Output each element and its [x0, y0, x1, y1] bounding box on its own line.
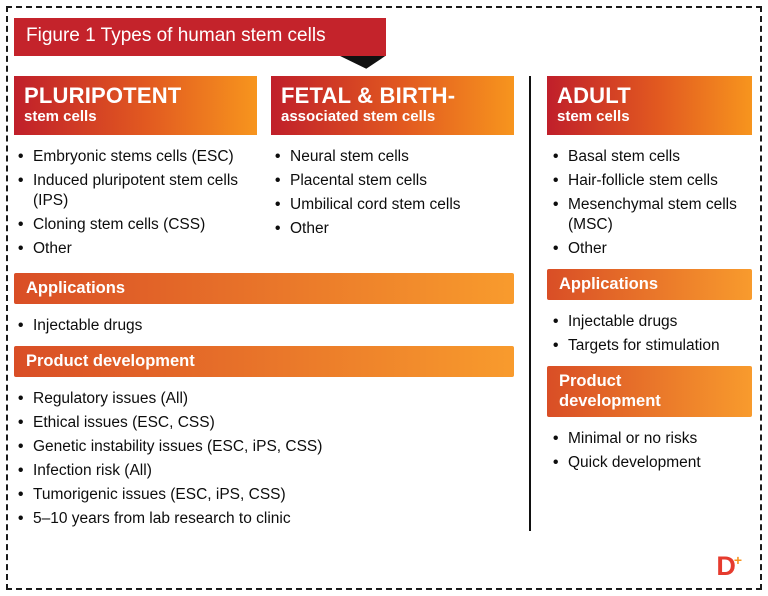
product-development-bar-left: Product development — [14, 345, 514, 377]
list-item: Hair-follicle stem cells — [553, 171, 752, 191]
fetal-header: FETAL & BIRTH- associated stem cells — [271, 75, 514, 135]
list-item: Neural stem cells — [275, 147, 514, 167]
dplus-logo: D+ — [716, 553, 744, 580]
list-item: Other — [553, 239, 752, 259]
list-item: Regulatory issues (All) — [18, 389, 514, 409]
dplus-logo-plus: + — [733, 552, 742, 568]
applications-bar-adult: Applications — [547, 268, 752, 300]
column-fetal: FETAL & BIRTH- associated stem cells Neu… — [271, 75, 514, 263]
product-development-label-adult-line1: Product — [559, 371, 622, 390]
pluripotent-header-line2: stem cells — [24, 107, 97, 125]
pluripotent-header: PLURIPOTENT stem cells — [14, 75, 257, 135]
list-item: Cloning stem cells (CSS) — [18, 215, 257, 235]
list-item: Targets for stimulation — [553, 336, 752, 356]
list-item: Other — [275, 219, 514, 239]
product-development-bar-adult: Product development — [547, 365, 752, 417]
list-item: Other — [18, 239, 257, 259]
list-item: Basal stem cells — [553, 147, 752, 167]
applications-bar-left: Applications — [14, 272, 514, 304]
adult-header-line1: ADULT — [557, 82, 631, 108]
left-region: PLURIPOTENT stem cells Embryonic stems c… — [14, 75, 514, 533]
list-item: Induced pluripotent stem cells (IPS) — [18, 171, 257, 211]
adult-header-line2: stem cells — [557, 107, 630, 125]
pluripotent-header-line1: PLURIPOTENT — [24, 82, 182, 108]
applications-list-left: Injectable drugs — [18, 316, 514, 336]
applications-list-adult: Injectable drugsTargets for stimulation — [553, 312, 752, 356]
list-item: Placental stem cells — [275, 171, 514, 191]
list-item: Mesenchymal stem cells (MSC) — [553, 195, 752, 235]
figure-title: Figure 1 Types of human stem cells — [26, 25, 326, 46]
applications-label-adult: Applications — [559, 274, 659, 293]
product-development-list-adult: Minimal or no risksQuick development — [553, 429, 752, 473]
figure-container: Figure 1 Types of human stem cells PLURI… — [8, 8, 760, 588]
fetal-header-line2: associated stem cells — [281, 107, 436, 125]
list-item: Umbilical cord stem cells — [275, 195, 514, 215]
list-item: Genetic instability issues (ESC, iPS, CS… — [18, 437, 514, 457]
product-development-label-adult-line2: development — [559, 391, 661, 410]
fetal-header-line1: FETAL & BIRTH- — [281, 82, 456, 108]
list-item: Tumorigenic issues (ESC, iPS, CSS) — [18, 485, 514, 505]
product-development-label-left: Product development — [26, 351, 195, 370]
vertical-divider — [529, 75, 531, 531]
list-item: Ethical issues (ESC, CSS) — [18, 413, 514, 433]
pluripotent-list: Embryonic stems cells (ESC) Induced pluri… — [18, 147, 257, 259]
fetal-list: Neural stem cellsPlacental stem cellsUmb… — [275, 147, 514, 239]
figure-body: PLURIPOTENT stem cells Embryonic stems c… — [14, 75, 752, 533]
dplus-logo-letter: D — [716, 551, 736, 581]
list-item: Minimal or no risks — [553, 429, 752, 449]
column-adult: ADULT stem cells Basal stem cellsHair-fo… — [547, 75, 752, 259]
figure-title-banner: Figure 1 Types of human stem cells — [14, 18, 386, 69]
banner-fold-triangle — [339, 55, 386, 69]
product-development-list-left: Regulatory issues (All) Ethical issues (E… — [18, 389, 514, 529]
list-item: Injectable drugs — [553, 312, 752, 332]
column-pluripotent: PLURIPOTENT stem cells Embryonic stems c… — [14, 75, 257, 263]
list-item: Injectable drugs — [18, 316, 514, 336]
list-item: Infection risk (All) — [18, 461, 514, 481]
adult-region: ADULT stem cells Basal stem cellsHair-fo… — [547, 75, 752, 533]
adult-header: ADULT stem cells — [547, 75, 752, 135]
applications-label-left: Applications — [26, 278, 126, 297]
adult-list: Basal stem cellsHair-follicle stem cells… — [553, 147, 752, 259]
list-item: Quick development — [553, 453, 752, 473]
list-item: Embryonic stems cells (ESC) — [18, 147, 257, 167]
list-item: 5–10 years from lab research to clinic — [18, 509, 514, 529]
left-columns: PLURIPOTENT stem cells Embryonic stems c… — [14, 75, 514, 263]
